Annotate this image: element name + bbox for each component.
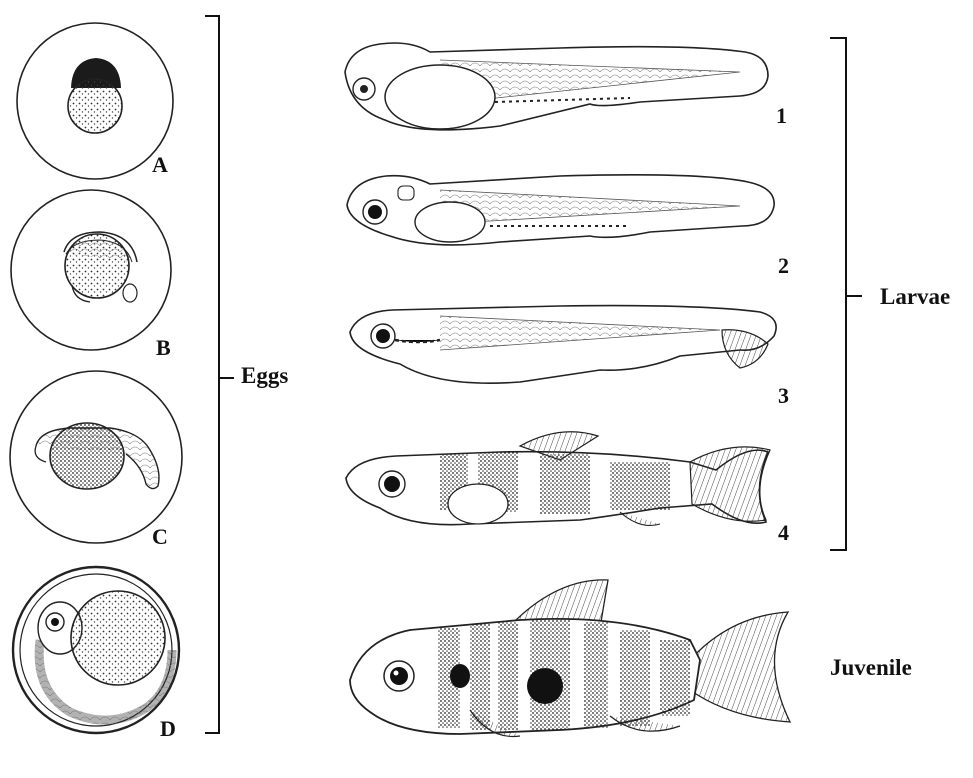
- larvae-group-label: Larvae: [880, 285, 950, 308]
- larva-1-drawing: [345, 43, 768, 130]
- egg-c-drawing: [10, 371, 182, 543]
- larvae-bracket: [830, 38, 862, 550]
- eggs-bracket: [205, 16, 234, 733]
- eggs-group-label: Eggs: [241, 364, 288, 387]
- egg-a-label: A: [152, 154, 168, 176]
- egg-b-drawing: [11, 190, 171, 350]
- larva-2-drawing: [347, 175, 774, 245]
- larva-4-drawing: [346, 432, 770, 526]
- egg-d-drawing: [13, 567, 179, 733]
- egg-a-drawing: [17, 23, 173, 179]
- egg-c-label: C: [152, 526, 168, 548]
- juvenile-label: Juvenile: [830, 656, 912, 679]
- larva-1-label: 1: [776, 105, 787, 127]
- larva-4-label: 4: [778, 522, 789, 544]
- larva-3-label: 3: [778, 385, 789, 407]
- juvenile-drawing: [350, 580, 790, 737]
- egg-d-label: D: [160, 718, 176, 740]
- larva-3-drawing: [350, 306, 776, 384]
- larva-2-label: 2: [778, 255, 789, 277]
- egg-b-label: B: [156, 337, 171, 359]
